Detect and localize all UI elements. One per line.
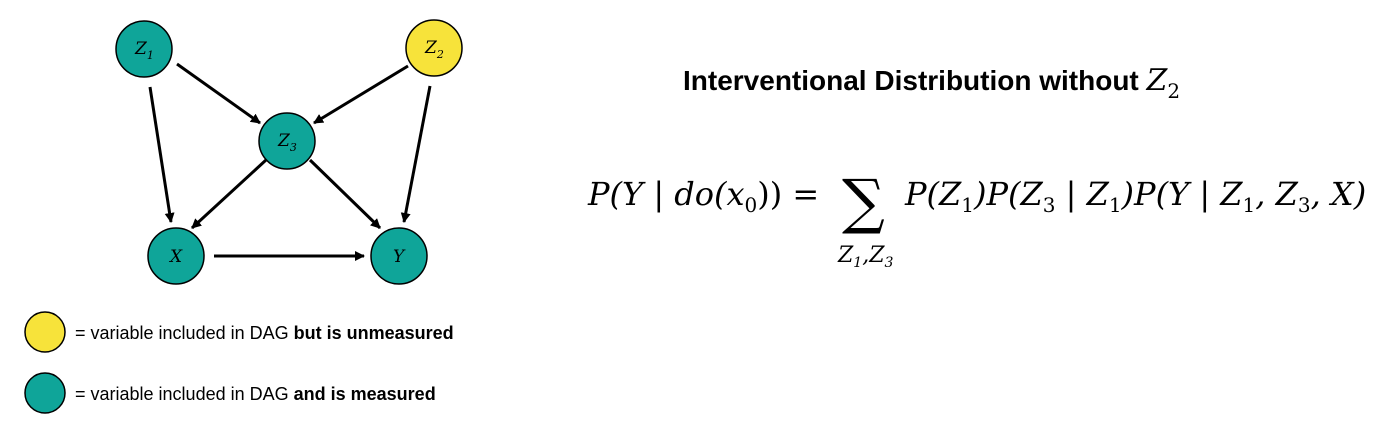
- legend-measured-text: = variable included in DAG and is measur…: [75, 384, 436, 404]
- page-title-text: Interventional Distribution without: [683, 65, 1147, 96]
- node-x-label: X: [168, 247, 183, 267]
- node-z1-label: Z: [134, 39, 148, 59]
- equation-sigma: ∑: [842, 167, 885, 237]
- edge-z2-z3: [313, 64, 409, 125]
- node-z3: Z3: [258, 112, 316, 170]
- node-z2-circle: [405, 19, 463, 77]
- legend: = variable included in DAG but is unmeas…: [24, 311, 454, 414]
- node-z2-sub: 2: [436, 48, 444, 61]
- edge-z1-x: [148, 86, 175, 223]
- svg-text:Z1: Z1: [134, 39, 154, 62]
- legend-unmeasured-swatch: [24, 311, 66, 353]
- equation-lhs: P(Y | do(x0)) =: [587, 175, 819, 217]
- legend-measured-swatch: [24, 372, 66, 414]
- equation-rhs: P(Z1)P(Z3 | Z1)P(Y | Z1, Z3, X): [904, 175, 1366, 217]
- page-title-math-sub: 2: [1167, 79, 1180, 103]
- node-z1-circle: [115, 20, 173, 78]
- edge-z2-y: [400, 85, 432, 223]
- node-x: X: [147, 227, 205, 285]
- node-y-circle: [370, 227, 428, 285]
- node-z2: Z2: [405, 19, 463, 77]
- edge-z3-y: [308, 158, 382, 230]
- equation-sum-limits: Z1,Z3: [837, 243, 894, 271]
- dag-edges: [148, 62, 432, 261]
- legend-unmeasured-text: = variable included in DAG but is unmeas…: [75, 323, 454, 343]
- node-y-label: Y: [393, 247, 406, 267]
- equation: P(Y | do(x0)) = ∑ Z1,Z3 P(Z1)P(Z3 | Z1)P…: [587, 167, 1366, 271]
- edge-z3-x: [190, 158, 268, 230]
- page-title-math: Z: [1146, 63, 1169, 98]
- node-z3-circle: [258, 112, 316, 170]
- page-title: Interventional Distribution without Z2: [683, 63, 1180, 103]
- node-z1-sub: 1: [147, 49, 154, 62]
- node-y: Y: [370, 227, 428, 285]
- svg-text:Z2: Z2: [424, 38, 444, 61]
- node-x-circle: [147, 227, 205, 285]
- node-z3-label: Z: [277, 131, 291, 151]
- node-z1: Z1: [115, 20, 173, 78]
- edge-z1-z3: [176, 62, 261, 125]
- node-z3-sub: 3: [290, 141, 297, 154]
- svg-text:Z3: Z3: [277, 131, 297, 154]
- node-z2-label: Z: [424, 38, 438, 58]
